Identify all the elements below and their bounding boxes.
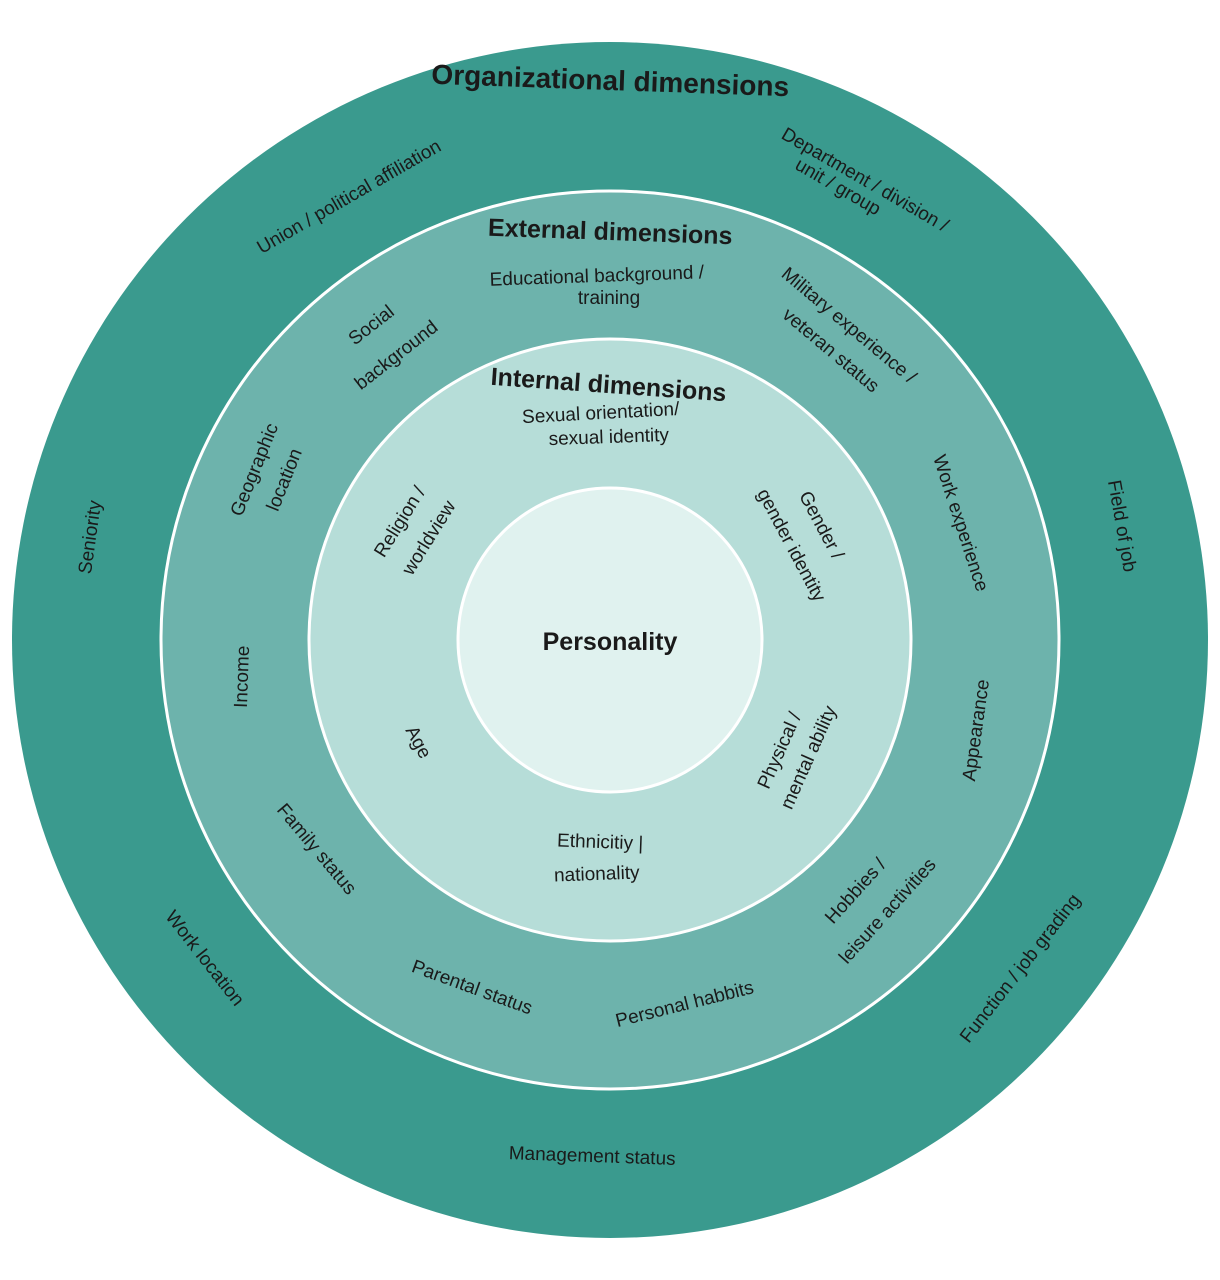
sexual-orientation-label-line2: sexual identity bbox=[548, 425, 670, 450]
income-label: Income bbox=[231, 645, 254, 708]
ethnicity-label-line1: Ethnicitiy | bbox=[557, 831, 644, 855]
ethnicity-label-line2: nationality bbox=[554, 862, 641, 886]
core-circle bbox=[456, 486, 764, 794]
education-label-line2: training bbox=[578, 288, 640, 309]
personality-label: Personality bbox=[543, 628, 678, 656]
